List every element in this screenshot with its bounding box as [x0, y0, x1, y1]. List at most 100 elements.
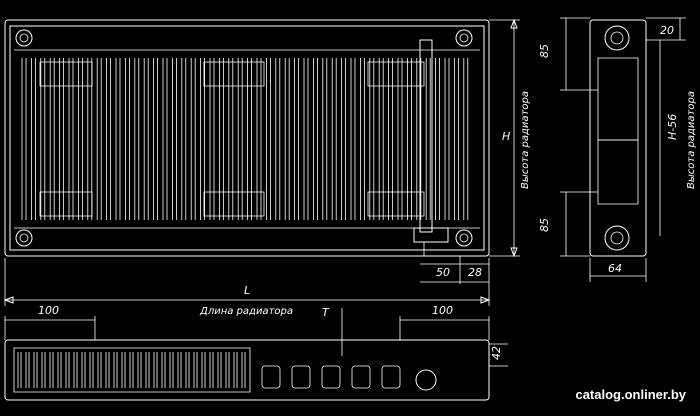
- front-fin: [295, 58, 299, 220]
- top-fin: [178, 352, 181, 388]
- front-fin: [88, 58, 92, 220]
- top-fin: [90, 352, 93, 388]
- side-center-label: H-56: [666, 114, 679, 140]
- front-fin: [445, 58, 449, 220]
- top-fin: [66, 352, 69, 388]
- watermark: catalog.onliner.by: [575, 387, 686, 402]
- front-dimensions: L 50 28 H Высота радиатора: [5, 20, 531, 306]
- front-fin: [97, 58, 101, 220]
- top-fin: [106, 352, 109, 388]
- side-offset-label: 28: [468, 266, 482, 279]
- front-fin: [50, 58, 54, 220]
- side-view: 85 85 20 H-56 Высота радиатора 64: [538, 18, 697, 282]
- front-fin: [426, 58, 430, 220]
- top-left-100-label: 100: [38, 304, 59, 317]
- front-fin: [31, 58, 35, 220]
- top-fin: [186, 352, 189, 388]
- front-fin: [417, 58, 421, 220]
- top-fin: [234, 352, 237, 388]
- front-fin: [313, 58, 317, 220]
- top-fin: [242, 352, 245, 388]
- front-height-label: H: [502, 130, 510, 143]
- front-fin: [78, 58, 82, 220]
- top-fin: [18, 352, 21, 388]
- front-fin: [41, 58, 45, 220]
- front-fins: [22, 58, 468, 220]
- side-height-caption: Высота радиатора: [686, 91, 697, 189]
- front-fin: [229, 58, 233, 220]
- front-fin: [144, 58, 148, 220]
- front-fin: [304, 58, 308, 220]
- length-caption: Длина радиатора: [199, 306, 293, 317]
- front-fin: [464, 58, 468, 220]
- front-fin: [398, 58, 402, 220]
- front-fin: [219, 58, 223, 220]
- front-fin: [360, 58, 364, 220]
- top-fin: [122, 352, 125, 388]
- front-connection-valve: [414, 40, 448, 256]
- front-fin: [238, 58, 242, 220]
- front-brackets: [40, 62, 424, 216]
- top-fin: [154, 352, 157, 388]
- top-fin: [58, 352, 61, 388]
- top-fin: [138, 352, 141, 388]
- front-fin: [125, 58, 129, 220]
- top-fin: [130, 352, 133, 388]
- top-fin: [226, 352, 229, 388]
- top-fin: [50, 352, 53, 388]
- top-fin: [74, 352, 77, 388]
- front-fin: [60, 58, 64, 220]
- front-fin: [342, 58, 346, 220]
- front-fin: [379, 58, 383, 220]
- top-view: 100 100 Длина радиатора T 42: [5, 304, 508, 400]
- front-fin: [172, 58, 176, 220]
- top-fin: [194, 352, 197, 388]
- top-chambers: [262, 366, 436, 390]
- top-fin: [34, 352, 37, 388]
- top-fins: [18, 352, 245, 388]
- top-fin: [202, 352, 205, 388]
- front-fin: [182, 58, 186, 220]
- top-fin: [98, 352, 101, 388]
- front-fin: [454, 58, 458, 220]
- front-view: [5, 20, 489, 256]
- top-fin: [218, 352, 221, 388]
- front-fin: [154, 58, 158, 220]
- front-fin: [116, 58, 120, 220]
- side-bottom-left-label: 85: [538, 218, 551, 232]
- top-fin: [114, 352, 117, 388]
- front-fin: [201, 58, 205, 220]
- front-fin: [69, 58, 73, 220]
- front-fin: [135, 58, 139, 220]
- front-fin: [332, 58, 336, 220]
- front-fin: [276, 58, 280, 220]
- side-top-left-label: 85: [538, 44, 551, 58]
- front-fin: [266, 58, 270, 220]
- top-fin: [26, 352, 29, 388]
- front-fin: [248, 58, 252, 220]
- front-fin: [407, 58, 411, 220]
- front-fin: [370, 58, 374, 220]
- side-depth-label: 64: [608, 262, 622, 275]
- front-fin: [389, 58, 393, 220]
- front-fin: [191, 58, 195, 220]
- bracket-offset-label: 50: [436, 266, 450, 279]
- axis-label: T: [322, 306, 330, 319]
- top-fin: [42, 352, 45, 388]
- height-caption: Высота радиатора: [520, 91, 531, 189]
- side-top-offset-label: 20: [660, 24, 674, 37]
- top-fin: [170, 352, 173, 388]
- front-fin: [285, 58, 289, 220]
- front-fin: [22, 58, 26, 220]
- top-depth-label: 42: [490, 346, 503, 360]
- front-fin: [210, 58, 214, 220]
- front-fin: [323, 58, 327, 220]
- top-fin: [162, 352, 165, 388]
- front-length-label: L: [244, 284, 250, 297]
- top-fin: [82, 352, 85, 388]
- top-fin: [146, 352, 149, 388]
- front-fin: [436, 58, 440, 220]
- top-right-100-label: 100: [432, 304, 453, 317]
- front-fin: [107, 58, 111, 220]
- front-fin: [257, 58, 261, 220]
